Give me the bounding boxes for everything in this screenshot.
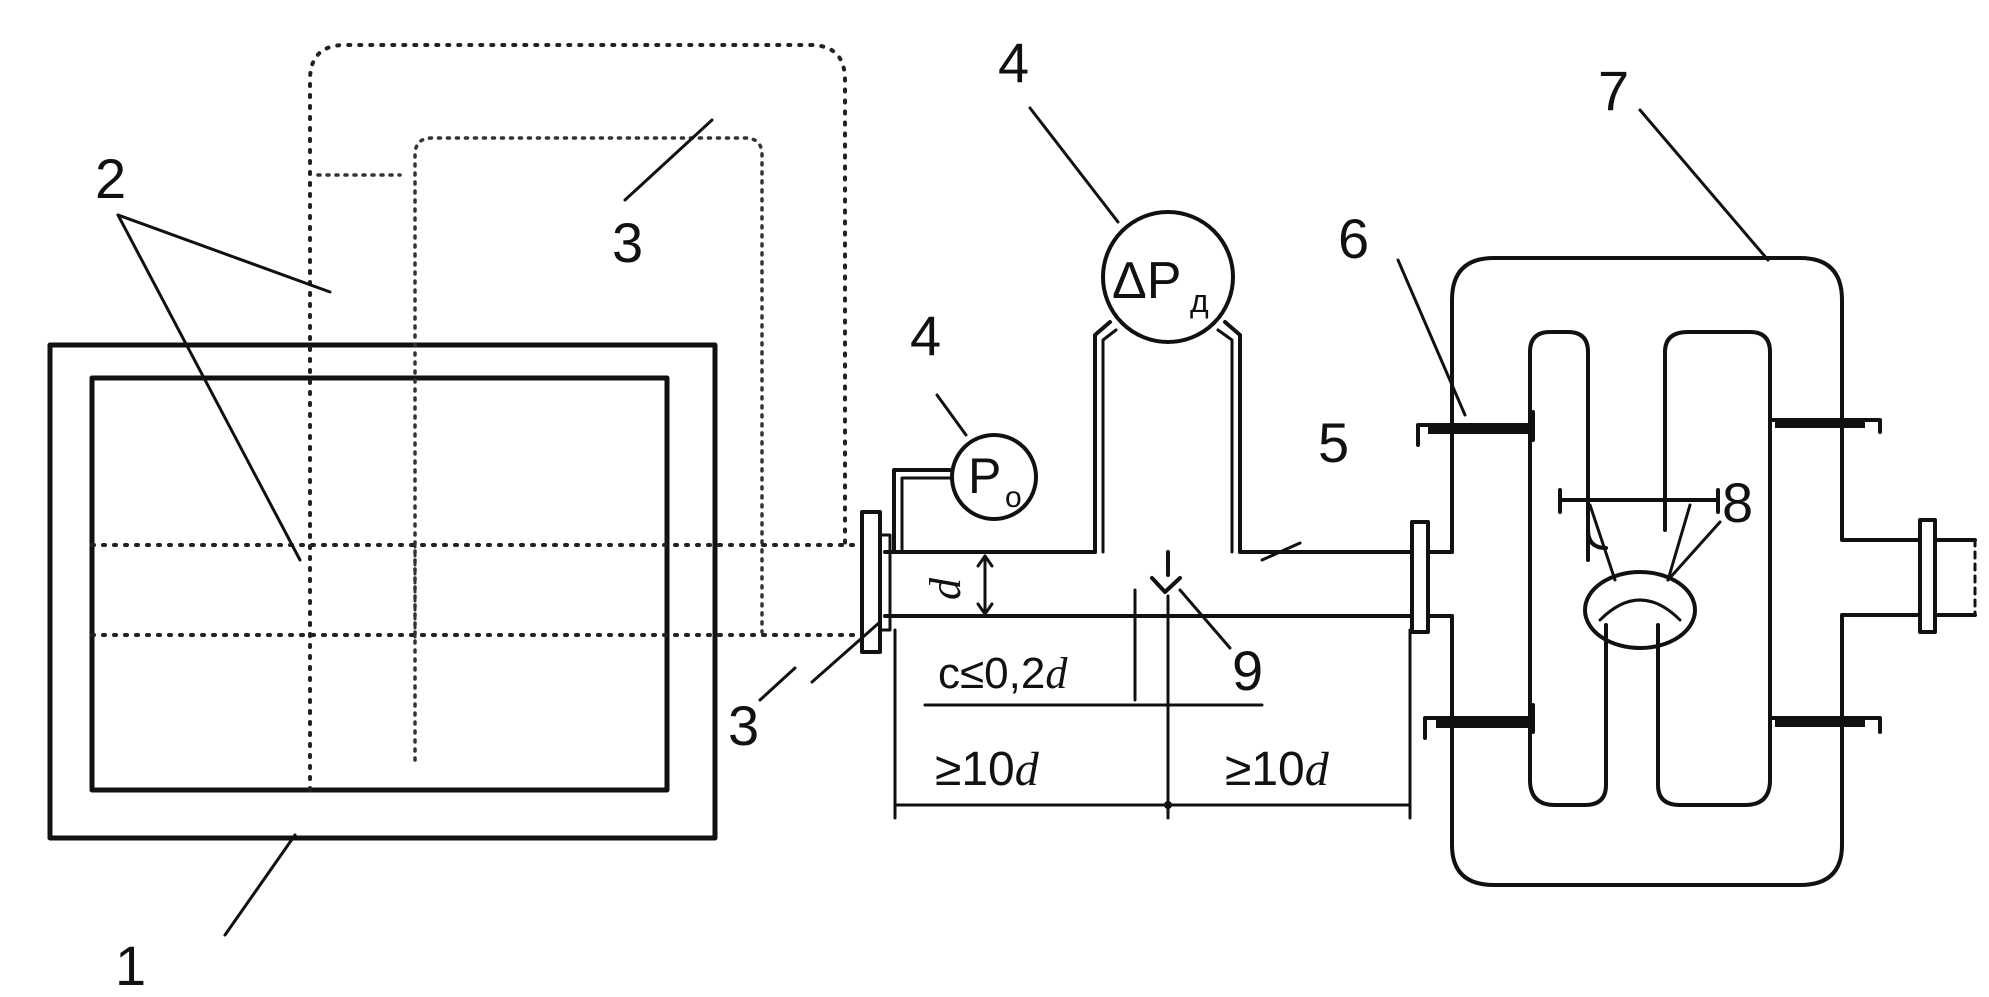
static-gauge-dial bbox=[950, 433, 1038, 521]
differential-gauge-dial bbox=[1101, 210, 1235, 344]
probe-offset-dimension: c≤0,2d bbox=[923, 594, 1264, 707]
label-2: 2 bbox=[95, 147, 126, 210]
housing-bolts bbox=[1416, 408, 1882, 740]
measuring-pipe bbox=[860, 510, 1454, 654]
static-gauge-symbol: P bbox=[968, 448, 1001, 504]
differential-gauge-subscript: д bbox=[1190, 283, 1209, 319]
pitot-probe bbox=[1133, 550, 1182, 702]
diameter-label: d bbox=[921, 577, 970, 600]
leader-lines bbox=[116, 106, 1770, 937]
duct-outlines bbox=[90, 43, 862, 792]
differential-pressure-gauge: ΔP д bbox=[1093, 210, 1242, 554]
upstream-length-label: ≥10d bbox=[935, 743, 1040, 796]
label-7: 7 bbox=[1598, 59, 1629, 122]
straight-run-dimensions: ≥10d ≥10d bbox=[893, 628, 1412, 820]
label-3-bottom: 3 bbox=[728, 694, 759, 757]
fan-housing bbox=[1416, 256, 1977, 887]
differential-gauge-symbol: ΔP bbox=[1112, 252, 1181, 310]
label-9: 9 bbox=[1232, 639, 1263, 702]
insulated-wall bbox=[47, 342, 718, 841]
label-1: 1 bbox=[115, 934, 146, 997]
impeller bbox=[1558, 488, 1720, 650]
label-4-static: 4 bbox=[910, 304, 941, 367]
diameter-dimension: d bbox=[921, 554, 994, 616]
label-3-top: 3 bbox=[612, 211, 643, 274]
reference-numbers: 1 2 3 3 4 4 5 6 7 8 9 bbox=[95, 31, 1753, 997]
room-enclosure bbox=[47, 342, 718, 841]
label-5: 5 bbox=[1318, 411, 1349, 474]
static-gauge-subscript: o bbox=[1005, 481, 1022, 514]
static-pressure-gauge: P o bbox=[892, 433, 1038, 554]
fan-outlet-flange bbox=[1918, 518, 1937, 634]
label-8: 8 bbox=[1722, 471, 1753, 534]
room-interior bbox=[89, 375, 670, 793]
probe-offset-label: c≤0,2d bbox=[938, 649, 1068, 698]
label-4-differential: 4 bbox=[998, 31, 1029, 94]
outlet-flange bbox=[1410, 520, 1430, 634]
label-6: 6 bbox=[1338, 207, 1369, 270]
downstream-length-label: ≥10d bbox=[1225, 743, 1330, 796]
